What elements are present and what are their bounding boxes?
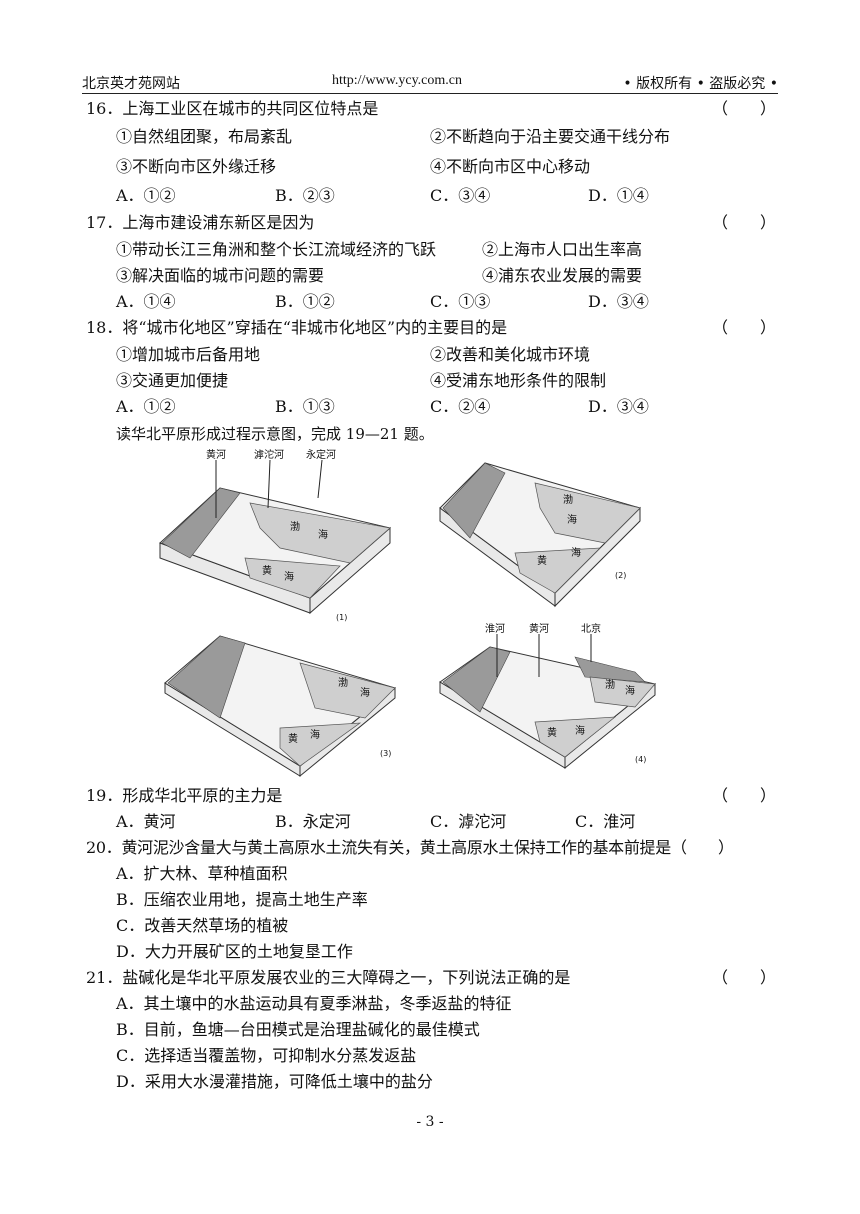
q19-answer-paren: （ ） bbox=[712, 786, 777, 805]
panel-1-sea-huang: 黄 bbox=[262, 564, 272, 577]
panel-4-sea-hai-1: 海 bbox=[625, 684, 635, 697]
q19-choice-a: A．黄河 bbox=[116, 812, 176, 831]
q21-answer-paren: （ ） bbox=[712, 968, 777, 987]
page-number: - 3 - bbox=[416, 1114, 444, 1130]
q17-answer-paren: （ ） bbox=[712, 213, 777, 232]
q17-choice-b: B．①② bbox=[275, 292, 335, 311]
rights-notice: • 版权所有 • 盗版必究 • bbox=[623, 76, 778, 92]
q20-choice-a: A．扩大林、草种植面积 bbox=[116, 864, 288, 883]
q16-option-4: ④不断向市区中心移动 bbox=[430, 157, 591, 176]
panel-2-sea-bo: 渤 bbox=[563, 493, 573, 506]
q20-choice-b: B．压缩农业用地，提高土地生产率 bbox=[116, 890, 368, 909]
q19-choice-d: C．淮河 bbox=[575, 812, 636, 831]
q17-option-2: ②上海市人口出生率高 bbox=[482, 240, 643, 259]
q21-choice-b: B．目前，鱼塘—台田模式是治理盐碱化的最佳模式 bbox=[116, 1020, 480, 1039]
q18-choice-d: D．③④ bbox=[588, 397, 649, 416]
q18-option-1: ①增加城市后备用地 bbox=[116, 345, 261, 364]
panel-3-sea-hai-2: 海 bbox=[310, 728, 320, 741]
panel-1-sea-bo: 渤 bbox=[290, 520, 300, 533]
q19-choice-b: B．永定河 bbox=[275, 812, 351, 831]
q16-choice-b: B．②③ bbox=[275, 186, 335, 205]
q16-answer-paren: （ ） bbox=[712, 99, 777, 118]
panel-1-label-yongding-river: 永定河 bbox=[306, 448, 336, 461]
q17-choice-c: C．①③ bbox=[430, 292, 491, 311]
panel-1-label-yellow-river: 黄河 bbox=[206, 448, 226, 461]
q20-choice-c: C．改善天然草场的植被 bbox=[116, 916, 289, 935]
figure-panel-2: 渤 海 黄 海 (2) bbox=[439, 462, 641, 608]
panel-3-caption: (3) bbox=[380, 749, 391, 758]
q17-option-1: ①带动长江三角洲和整个长江流域经济的飞跃 bbox=[116, 240, 437, 259]
panel-4-label-beijing: 北京 bbox=[581, 622, 601, 635]
q20-stem: 20．黄河泥沙含量大与黄土高原水土流失有关，黄土高原水土保持工作的基本前提是（ … bbox=[86, 838, 734, 857]
q16-choice-a: A．①② bbox=[116, 186, 176, 205]
panel-3-sea-hai-1: 海 bbox=[360, 686, 370, 699]
panel-1-sea-hai-1: 海 bbox=[318, 528, 328, 541]
q18-option-2: ②改善和美化城市环境 bbox=[430, 345, 591, 364]
panel-1-label-hutuo-river: 滹沱河 bbox=[254, 448, 284, 461]
panel-1-sea-hai-2: 海 bbox=[284, 570, 294, 583]
q18-option-3: ③交通更加便捷 bbox=[116, 371, 229, 390]
figure-panel-3: 渤 海 黄 海 (3) bbox=[164, 635, 397, 778]
q21-choice-d: D．采用大水漫灌措施，可降低土壤中的盐分 bbox=[116, 1072, 433, 1091]
q17-option-4: ④浦东农业发展的需要 bbox=[482, 266, 643, 285]
q18-choice-b: B．①③ bbox=[275, 397, 335, 416]
panel-4-label-huai-river: 淮河 bbox=[485, 623, 505, 635]
q17-option-3: ③解决面临的城市问题的需要 bbox=[116, 266, 325, 285]
q16-option-2: ②不断趋向于沿主要交通干线分布 bbox=[430, 127, 671, 146]
panel-1-caption: (1) bbox=[336, 613, 347, 622]
panel-4-sea-hai-2: 海 bbox=[575, 724, 585, 737]
panel-4-sea-huang: 黄 bbox=[547, 726, 557, 739]
site-name: 北京英才苑网站 bbox=[82, 76, 180, 92]
panel-2-sea-hai-2: 海 bbox=[571, 546, 581, 559]
q18-choice-a: A．①② bbox=[116, 397, 176, 416]
q16-option-1: ①自然组团聚，布局紊乱 bbox=[116, 127, 293, 146]
panel-4-caption: (4) bbox=[635, 755, 646, 764]
q16-option-3: ③不断向市区外缘迁移 bbox=[116, 157, 277, 176]
panel-3-sea-huang: 黄 bbox=[288, 732, 298, 745]
page-header: 北京英才苑网站 http://www.ycy.com.cn • 版权所有 • 盗… bbox=[82, 73, 778, 94]
q18-option-4: ④受浦东地形条件的限制 bbox=[430, 371, 607, 390]
panel-2-caption: (2) bbox=[615, 571, 626, 580]
q17-choice-a: A．①④ bbox=[116, 292, 176, 311]
site-url[interactable]: http://www.ycy.com.cn bbox=[332, 73, 462, 88]
figure-panel-4: 淮河 黄河 北京 渤 海 黄 海 (4) bbox=[439, 622, 657, 770]
q19-stem: 19．形成华北平原的主力是 bbox=[86, 786, 283, 805]
figure-intro: 读华北平原形成过程示意图，完成 19—21 题。 bbox=[116, 425, 434, 443]
q17-stem: 17．上海市建设浦东新区是因为 bbox=[86, 213, 315, 232]
q18-choice-c: C．②④ bbox=[430, 397, 491, 416]
panel-3-sea-bo: 渤 bbox=[338, 676, 348, 689]
q19-choice-c: C．滹沱河 bbox=[430, 812, 507, 831]
panel-4-sea-bo: 渤 bbox=[605, 678, 615, 691]
q17-choice-d: D．③④ bbox=[588, 292, 649, 311]
q18-stem: 18．将“城市化地区”穿插在“非城市化地区”内的主要目的是 bbox=[86, 318, 508, 337]
q18-answer-paren: （ ） bbox=[712, 318, 777, 337]
panel-2-sea-hai-1: 海 bbox=[567, 513, 577, 526]
panel-2-sea-huang: 黄 bbox=[537, 554, 547, 567]
q16-choice-c: C．③④ bbox=[430, 186, 491, 205]
q16-choice-d: D．①④ bbox=[588, 186, 649, 205]
q21-stem: 21．盐碱化是华北平原发展农业的三大障碍之一，下列说法正确的是 bbox=[86, 968, 571, 987]
q21-choice-c: C．选择适当覆盖物，可抑制水分蒸发返盐 bbox=[116, 1046, 417, 1065]
figure-panel-1: 黄河 滹沱河 永定河 渤 海 黄 海 (1) bbox=[159, 448, 392, 622]
q20-choice-d: D．大力开展矿区的土地复垦工作 bbox=[116, 942, 353, 961]
panel-4-label-yellow-river: 黄河 bbox=[529, 622, 549, 635]
q16-stem: 16．上海工业区在城市的共同区位特点是 bbox=[86, 99, 379, 118]
q21-choice-a: A．其土壤中的水盐运动具有夏季淋盐，冬季返盐的特征 bbox=[116, 994, 512, 1013]
